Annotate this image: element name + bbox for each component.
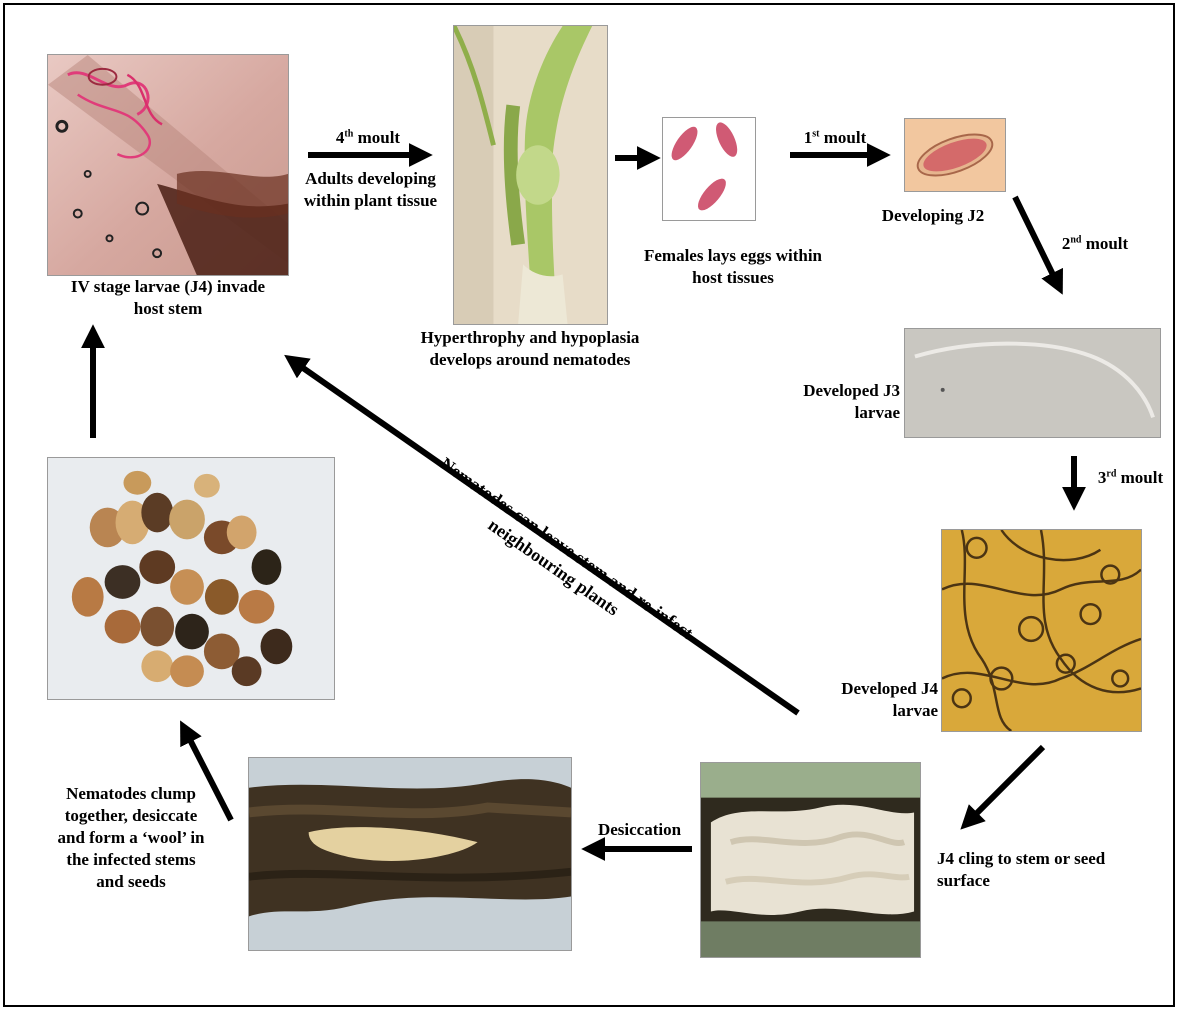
label-adults: Adults developing within plant tissue [288,168,453,212]
arrow-to-seeds [185,730,231,820]
arrow-cling [968,747,1043,822]
label-2nd-moult: 2nd moult [1050,233,1140,255]
label-1st-moult: 1st moult [790,127,880,149]
label-desiccation: Desiccation [582,819,697,841]
label-4th-moult: 4th moult [323,127,413,149]
label-3rd-moult: 3rd moult [1088,467,1173,489]
